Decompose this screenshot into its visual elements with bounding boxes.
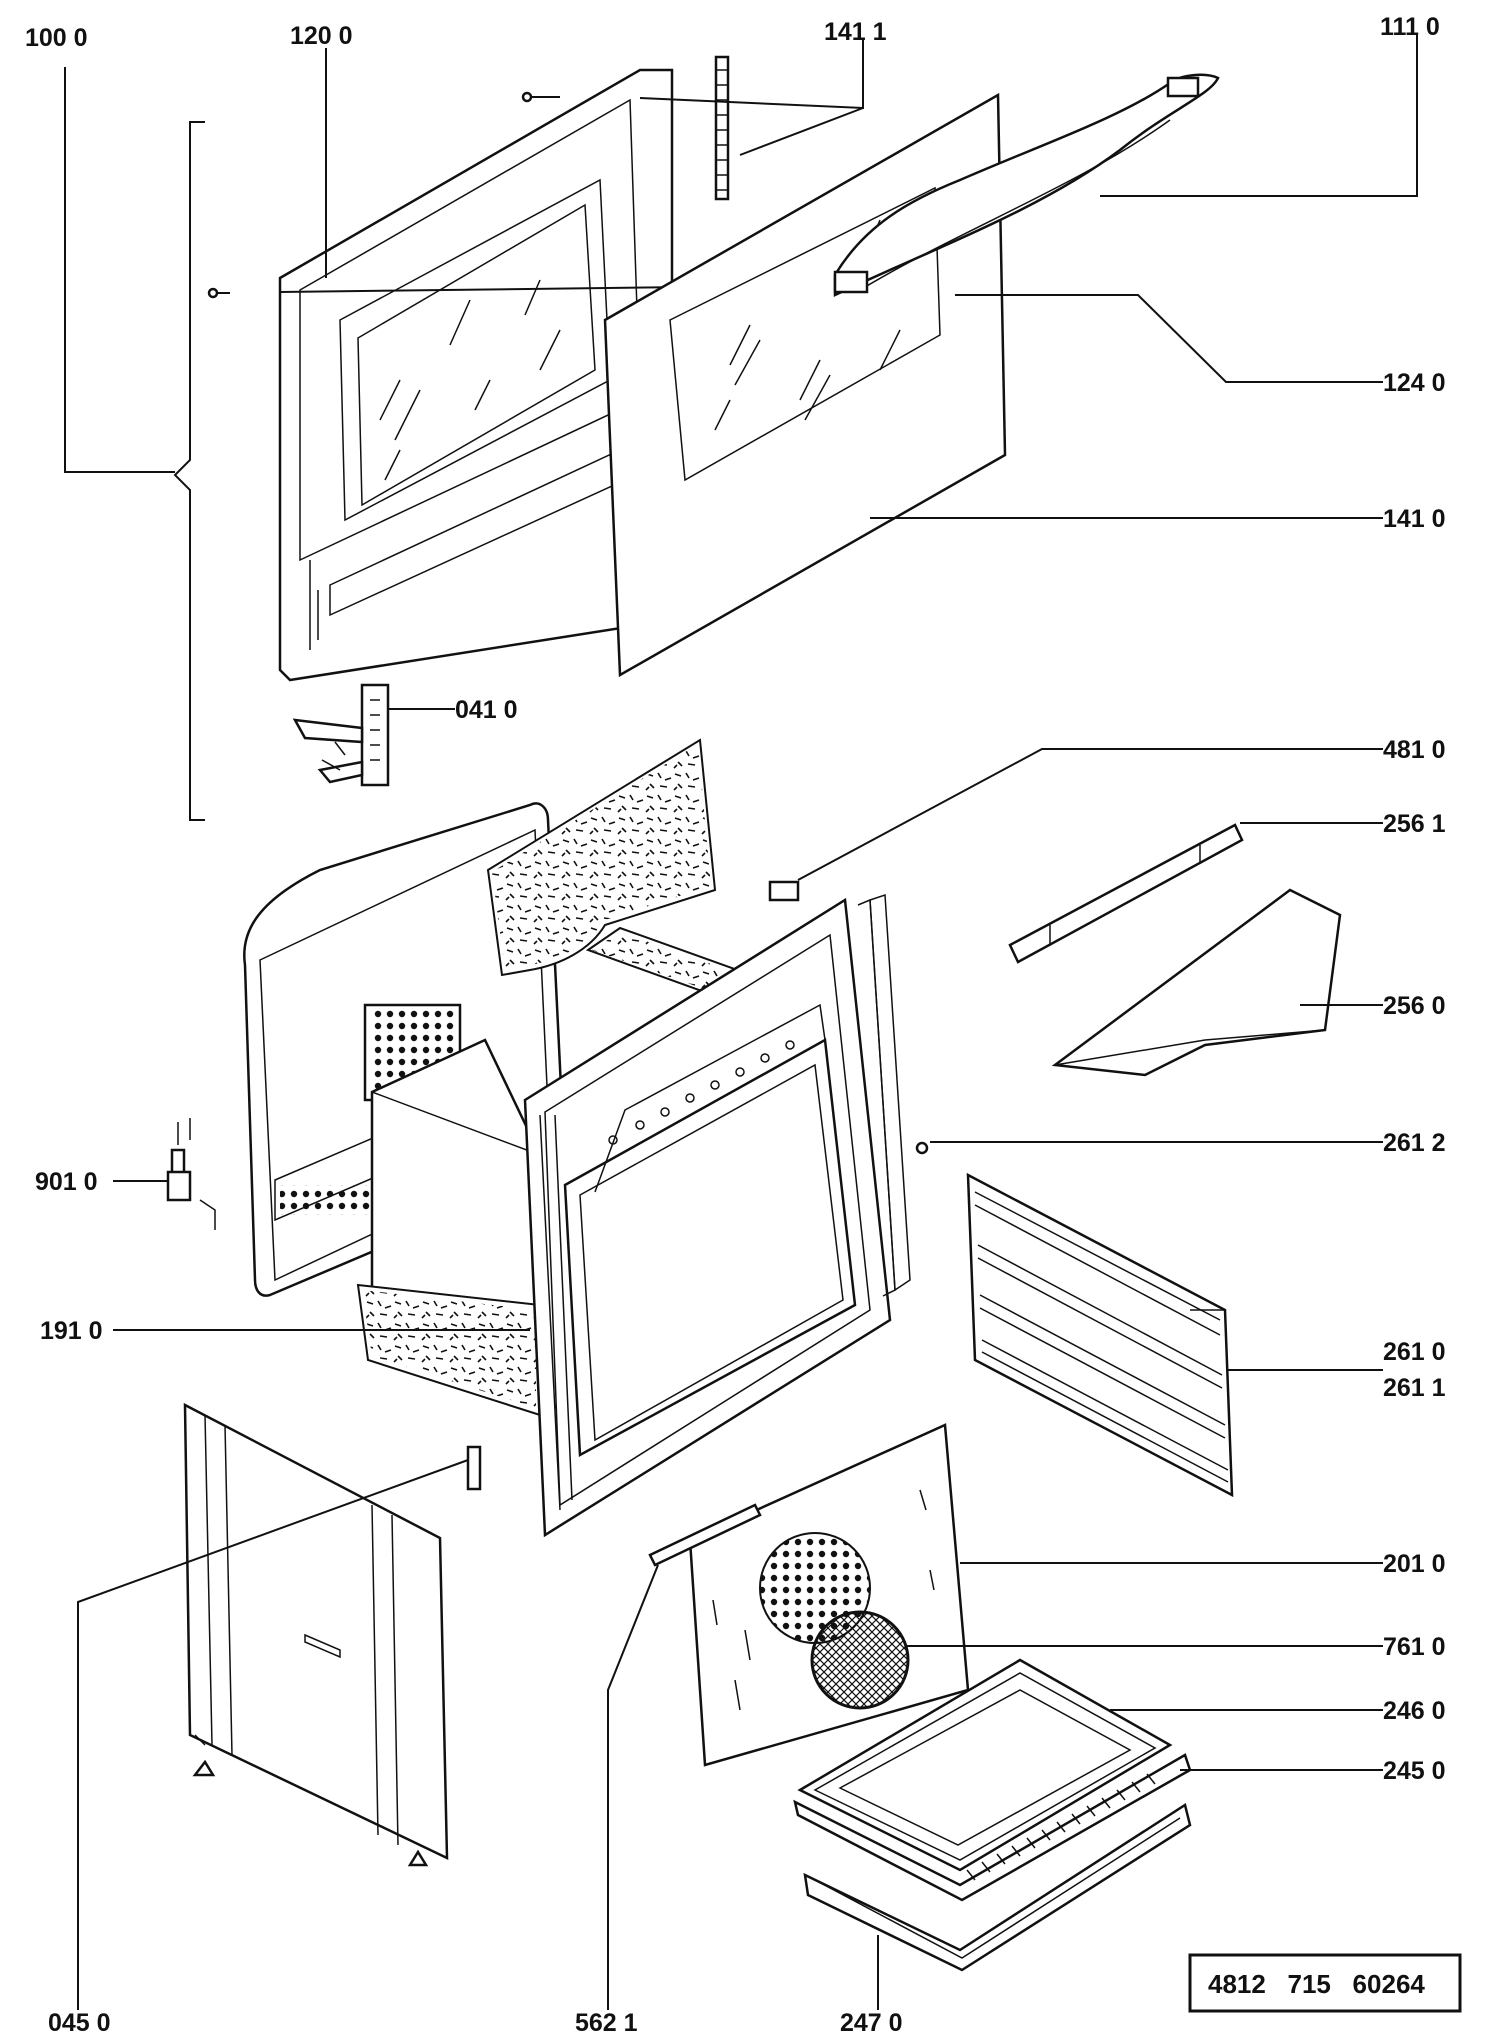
label-191-0: 191 0 bbox=[40, 1317, 103, 1345]
shelf-racks bbox=[966, 1172, 1234, 1498]
screw-top bbox=[521, 91, 560, 103]
front-frame bbox=[523, 897, 892, 1538]
label-901-0: 901 0 bbox=[35, 1168, 98, 1196]
document-number-box: 4812 715 60264 bbox=[1188, 1953, 1462, 2013]
label-045-0: 045 0 bbox=[48, 2009, 111, 2036]
label-246-0: 246 0 bbox=[1383, 1697, 1446, 1725]
screw-left bbox=[207, 287, 230, 299]
label-245-0: 245 0 bbox=[1383, 1757, 1446, 1785]
door-hinge bbox=[292, 683, 390, 787]
screw-261 bbox=[915, 1141, 929, 1155]
label-124-0: 124 0 bbox=[1383, 369, 1446, 397]
label-100-0: 100 0 bbox=[25, 24, 88, 52]
back-panel bbox=[648, 1423, 970, 1767]
panel-clip bbox=[466, 1445, 482, 1491]
door-group-bracket bbox=[173, 121, 205, 821]
oven-body bbox=[166, 738, 929, 1538]
label-261-2: 261 2 bbox=[1383, 1129, 1446, 1157]
label-562-1: 562 1 bbox=[575, 2009, 638, 2036]
door-handle bbox=[833, 73, 1220, 297]
door-assembly bbox=[173, 55, 1220, 821]
label-120-0: 120 0 bbox=[290, 22, 353, 50]
label-247-0: 247 0 bbox=[840, 2009, 903, 2036]
label-141-1: 141 1 bbox=[824, 18, 887, 46]
bottom-side-panel bbox=[183, 1402, 449, 1861]
label-201-0: 201 0 bbox=[1383, 1550, 1446, 1578]
label-256-1: 256 1 bbox=[1383, 810, 1446, 838]
label-256-0: 256 0 bbox=[1383, 992, 1446, 1020]
drip-pan bbox=[803, 1803, 1192, 1972]
foot-left bbox=[192, 1759, 216, 1777]
label-481-0: 481 0 bbox=[1383, 736, 1446, 764]
leader-lines bbox=[64, 35, 1418, 2010]
label-261-1: 261 1 bbox=[1383, 1374, 1446, 1402]
fan-guard bbox=[810, 1610, 910, 1710]
part-labels: 100 0 120 0 141 1 111 0 124 0 141 0 041 … bbox=[25, 13, 1446, 2036]
clip-481 bbox=[768, 880, 800, 902]
label-141-0: 141 0 bbox=[1383, 505, 1446, 533]
label-761-0: 761 0 bbox=[1383, 1633, 1446, 1661]
label-111-0: 111 0 bbox=[1380, 13, 1440, 41]
label-261-0: 261 0 bbox=[1383, 1338, 1446, 1366]
heat-shield-assembly bbox=[1008, 823, 1342, 1077]
foot-right bbox=[407, 1849, 429, 1867]
fixing-clip bbox=[166, 1118, 216, 1230]
document-number: 4812 715 60264 bbox=[1208, 1969, 1425, 1999]
label-041-0: 041 0 bbox=[455, 696, 518, 724]
door-seal-strip bbox=[714, 55, 730, 201]
baking-tray bbox=[797, 1658, 1173, 1872]
shield-bracket bbox=[1008, 823, 1244, 964]
